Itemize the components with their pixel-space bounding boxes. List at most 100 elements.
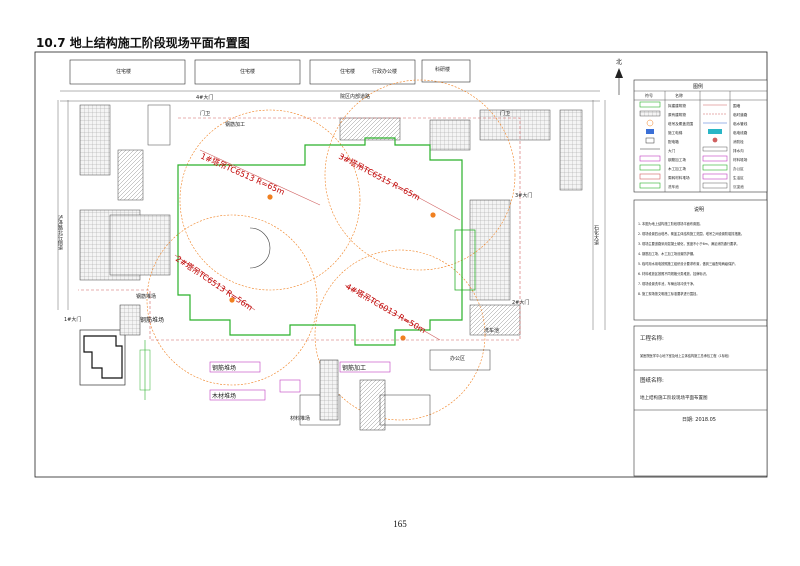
crane-2-center [229,297,235,303]
residential-label-1: 住宅楼 [116,68,131,75]
existing-building-w2 [117,149,144,201]
note-line-7: 8. 施工现场按文明施工标准要求进行围挡。 [638,291,699,296]
crane-3-center [430,212,436,218]
steel-yard-3: 钢筋堆场 [140,316,164,324]
drawing-label: 图纸名称: [640,376,664,384]
steel-yard-1: 钢筋堆场 [212,364,236,372]
svg-text:周转材料堆场: 周转材料堆场 [668,175,690,180]
page-number: 165 [393,519,407,529]
research-building [421,59,471,83]
research-label: 科研楼 [435,66,450,73]
existing-building-w5 [109,214,171,276]
residential-building-2 [194,59,301,85]
residential-label-2: 住宅楼 [240,68,255,75]
atrium-curve [249,227,271,269]
existing-building-e2 [469,199,511,301]
svg-text:围墙: 围墙 [733,103,741,108]
residential-building-1 [69,59,186,85]
east-road-label: 石化大道 [593,225,599,246]
svg-text:洗车池: 洗车池 [668,184,679,189]
svg-text:大门: 大门 [668,148,676,153]
legend-row-2: 塔吊及覆盖范围 临水管线 [646,119,748,127]
existing-building-w1 [79,104,111,176]
admin-office-label: 行政办公楼 [372,68,397,75]
site-structure-outline [83,335,123,379]
temporary-road [78,117,521,341]
guard-1: 门卫 [200,110,210,117]
svg-text:木工加工场: 木工加工场 [668,166,686,171]
note-line-2: 3. 现场主要道路采用混凝土硬化，宽度不小于6m，满足消防通行要求。 [638,241,740,246]
existing-building-e3 [429,119,471,151]
svg-text:材料堆场: 材料堆场 [733,157,748,162]
steel-yard-4: 钢筋堆场 [136,293,156,300]
crane-1-radius [179,109,361,291]
north-road: 院区内部道路 [60,90,600,102]
svg-text:配电箱: 配电箱 [668,139,679,144]
gate-4-label: 4#大门 [196,94,213,101]
svg-text:塔吊及覆盖范围: 塔吊及覆盖范围 [668,121,694,126]
gate-2-label: 2#大门 [512,299,529,306]
proposed-building-outline [177,137,463,346]
legend-row-4: 配电箱 消防栓 [645,137,744,144]
building-east-wing [454,229,476,291]
note-line-0: 1. 本图为地上结构施工阶段现场平面布置图。 [638,221,703,226]
residential-label-3: 住宅楼 [340,68,355,75]
crane-coverage-circles [146,79,516,421]
svg-text:拟建建筑物: 拟建建筑物 [668,103,686,108]
svg-text:消防栓: 消防栓 [733,139,744,144]
plant-yard: 木材堆场 [212,392,236,400]
note-line-4: 5. 临时用水用电按照施工组织设计要求布置，做到三级配电两级保护。 [638,261,738,266]
north-arrow: 北 [615,58,623,95]
admin-building [309,59,416,85]
north-road-label: 院区内部道路 [340,93,370,100]
gate-3-label: 3#大门 [515,192,532,199]
north-label: 北 [616,58,622,66]
legend-row-8: 周转材料堆场 生活区 [639,173,744,180]
svg-text:原有建筑物: 原有建筑物 [668,112,686,117]
steel-yard-2: 钢筋加工 [342,364,366,372]
gates: 4#大门 3#大门 2#大门 1#大门 [64,94,532,323]
existing-building-e6 [469,304,521,336]
office-area: 办公区 [450,355,465,362]
gate-1-label: 1#大门 [64,316,81,323]
note-line-5: 6. 材料堆放区按照不同规格分类堆放，挂牌标识。 [638,271,709,276]
legend-row-0: 拟建建筑物 围墙 [639,101,741,108]
south-yards: 钢筋堆场 钢筋加工 木材堆场 钢筋堆场 钢筋堆场 钢筋加工 门卫 门卫 办公区 … [79,110,510,431]
svg-text:沉淀池: 沉淀池 [733,184,744,189]
project-label: 工程名称: [640,334,664,342]
existing-building-e1 [559,109,583,191]
legend-row-1: 原有建筑物 临时道路 [639,110,748,117]
crane-4-radius [314,249,486,421]
note-line-6: 7. 现场设置洗车池，车辆出场冲洗干净。 [638,281,696,286]
svg-text:办公区: 办公区 [733,166,744,171]
legend-col-meaning: 名称 [675,92,683,98]
steel-yard-5: 钢筋加工 [225,121,245,128]
existing-building-w4 [147,104,171,146]
notes-panel: 说明 1. 本图为地上结构施工阶段现场平面布置图。 2. 现场设置四台塔吊，覆盖… [633,199,768,321]
svg-text:临时道路: 临时道路 [733,112,748,117]
crane-1-center [267,194,273,200]
crane-4-center [400,335,406,341]
legend-panel: 图例 符号 名称 拟建建筑物围墙 原有建筑物临时道路 塔吊及覆盖范围临水管线 施… [633,79,768,193]
north-buildings: 住宅楼 住宅楼 住宅楼 行政办公楼 科研楼 [69,59,471,85]
svg-text:排水沟: 排水沟 [733,148,744,153]
legend-row-5: 大门 排水沟 [640,146,744,153]
legend-row-3: 施工电梯临电线路 [646,129,748,135]
project-name: 某医院医学中心地下室及地上主体结构施工总承包工程（1标段） [640,353,731,358]
svg-text:施工电梯: 施工电梯 [668,130,683,135]
note-line-1: 2. 现场设置四台塔吊，覆盖主体结构施工范围，塔吊之间设置防碰撞措施。 [638,231,744,236]
svg-text:钢筋加工场: 钢筋加工场 [668,157,686,162]
legend-title: 图例 [693,83,703,90]
existing-building-e5 [339,117,401,141]
notes-title: 说明 [694,206,704,213]
existing-building-e4 [479,109,551,141]
drawing-name: 地上结构施工阶段现场平面布置图 [640,394,708,401]
svg-text:临水管线: 临水管线 [733,121,748,126]
svg-text:生活区: 生活区 [733,175,744,180]
title-block: 工程名称: 某医院医学中心地下室及地上主体结构施工总承包工程（1标段） 图纸名称… [633,325,768,477]
note-line-3: 4. 钢筋加工场、木工加工场设置防护棚。 [638,251,696,256]
crane-2-radius [146,214,318,386]
legend-row-7: 木工加工场 办公区 [639,164,744,171]
drawing-date: 日期: 2018.05 [682,417,716,423]
west-side: 泸泽路北行侧道 [57,100,171,310]
